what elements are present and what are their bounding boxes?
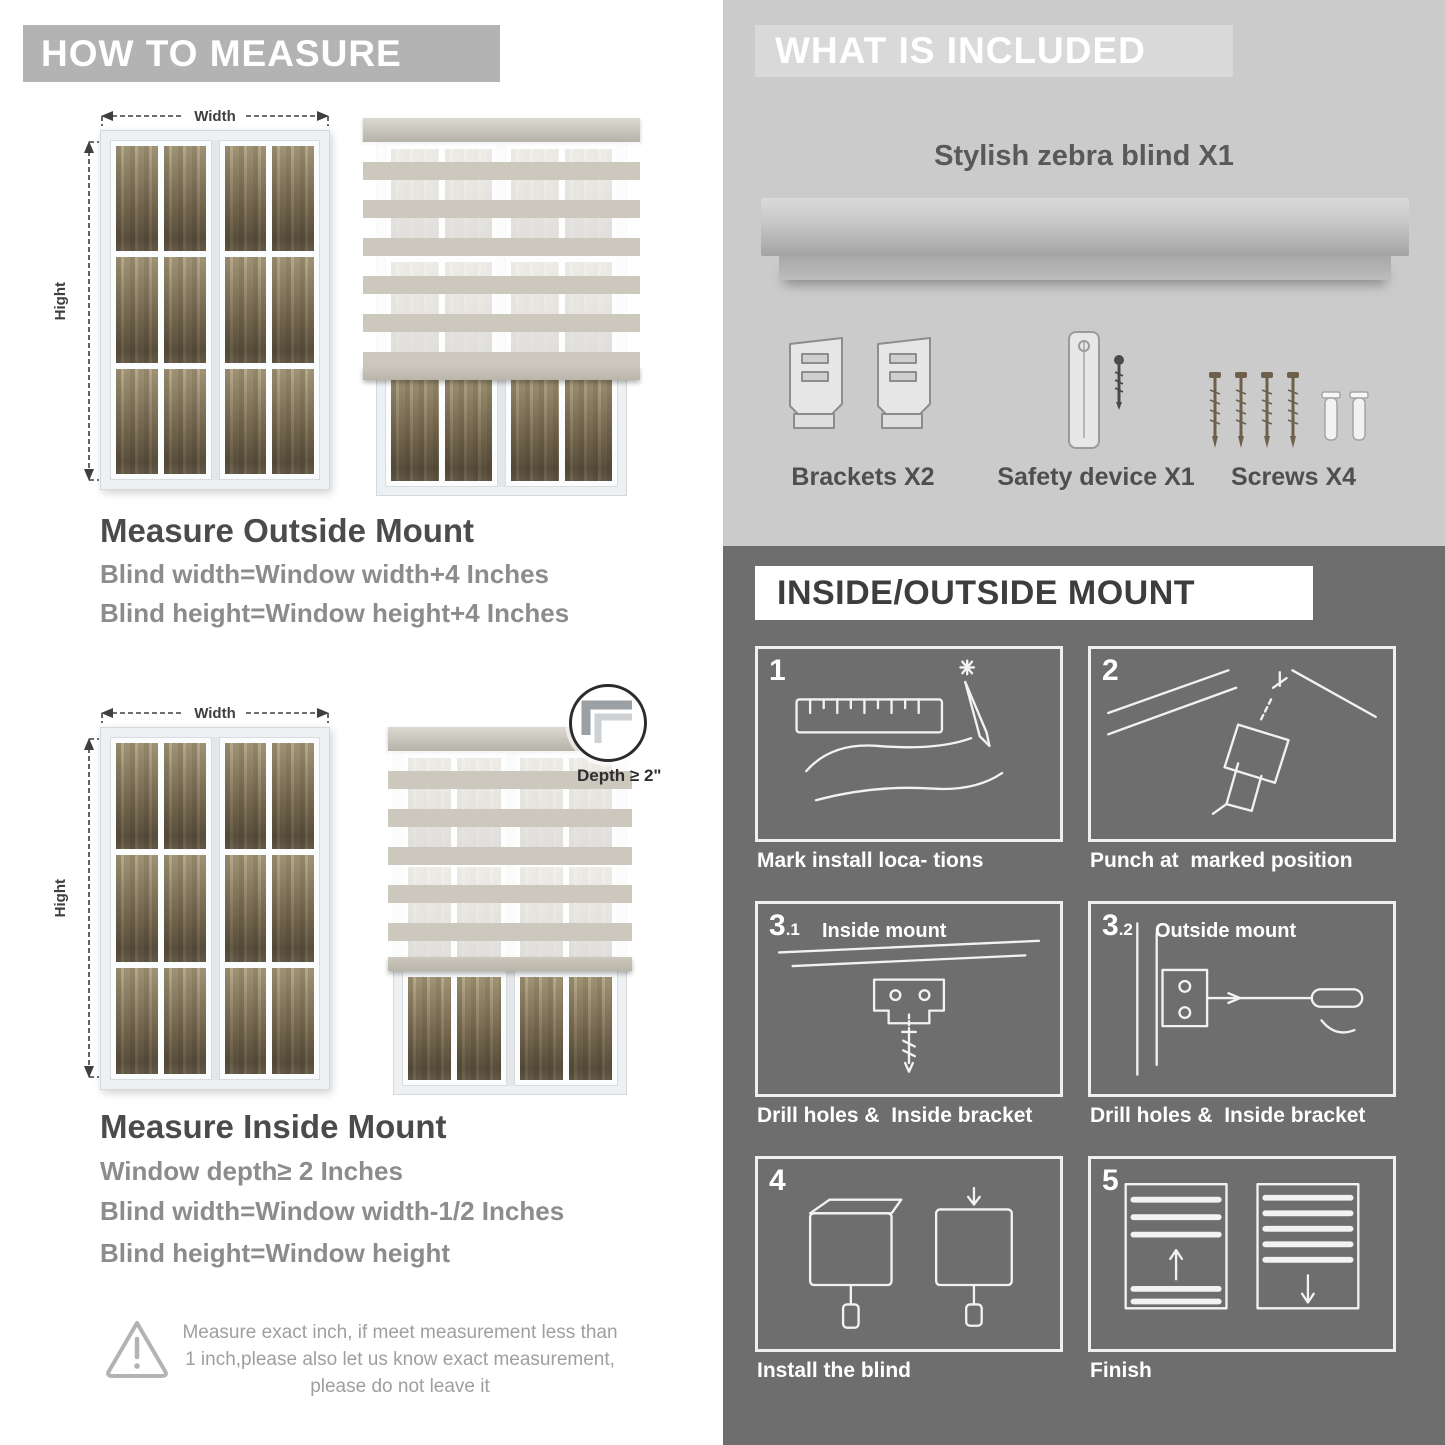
outside-rule-width: Blind width=Window width+4 Inches [100,559,549,589]
step-number: 2 [1102,654,1119,687]
inside-bracket-drawing [777,939,1041,1073]
inside-mount-heading: Measure Inside Mount [100,1108,447,1145]
mount-instructions-section: INSIDE/OUTSIDE MOUNT 1 Mark install loca… [723,546,1445,1445]
step-number: 3.2 [1102,909,1133,942]
install-blind-drawing [808,1186,1013,1329]
step-panel-1: 1 [755,646,1063,842]
zebra-blind-outside-demo [363,118,640,496]
safety-device-icon [1068,331,1124,449]
depth-magnifier-icon [569,684,647,762]
blind-product-label: Stylish zebra blind X1 [934,140,1234,172]
step-panel-3-2: 3.2 Outside mount [1088,901,1396,1097]
height-arrow [84,738,99,1078]
height-arrow [84,141,99,481]
window-sash [218,140,320,480]
blind-headrail [363,118,640,142]
step-number: 1 [769,654,786,687]
step-panel-4: 4 [755,1156,1063,1352]
mark-location-drawing [795,659,1004,802]
width-arrow: Width [101,705,329,723]
drill-drawing [1107,669,1377,815]
depth-label: Depth ≥ 2" [577,766,662,785]
finish-drawing [1124,1183,1360,1310]
width-label: Width [194,705,236,722]
width-arrow: Width [101,108,329,126]
inside-rule-height: Blind height=Window height [100,1238,450,1268]
outside-rule-height: Blind height=Window height+4 Inches [100,598,570,628]
step-title: Inside mount [822,920,947,942]
outside-bracket-drawing [1136,922,1364,1076]
brackets-icon [789,337,931,429]
what-is-included-banner: WHAT IS INCLUDED [755,25,1233,77]
step-caption-1: Mark install loca- tions [757,849,984,872]
inside-rule-width: Blind width=Window width-1/2 Inches [100,1196,565,1226]
step-panel-2: 2 [1088,646,1396,842]
blind-stripes [363,142,640,366]
step-caption-3-2: Drill holes & Inside bracket [1090,1104,1366,1127]
width-label: Width [194,108,236,125]
height-label: Hight [52,282,69,321]
window-sashes [110,140,320,480]
step-panel-3-1: 3.1 Inside mount [755,901,1063,1097]
window-sash [110,140,212,480]
blind-bottom-bar [363,366,640,380]
brackets-label: Brackets X2 [791,463,935,491]
inside-rule-depth: Window depth≥ 2 Inches [100,1156,403,1186]
outside-mount-heading: Measure Outside Mount [100,512,475,549]
step-caption-4: Install the blind [757,1359,912,1382]
zebra-blind-product [761,198,1409,256]
safety-device-label: Safety device X1 [997,463,1195,491]
step-panel-5: 5 [1088,1156,1396,1352]
step-number: 5 [1102,1164,1119,1197]
screws-icon [1207,370,1369,450]
step-title: Outside mount [1155,920,1297,942]
zebra-blind [388,727,632,971]
warning-text: Measure exact inch, if meet measurement … [182,1322,618,1397]
blind-stripes [388,751,632,957]
warning-icon [106,1321,168,1378]
blind-bottom-bar [388,957,632,971]
zebra-blind-inside-demo [380,727,640,1095]
mount-banner: INSIDE/OUTSIDE MOUNT [755,566,1313,620]
how-to-measure-banner: HOW TO MEASURE [23,25,500,82]
zebra-blind-product-valance [779,256,1391,280]
screws-label: Screws X4 [1230,463,1357,491]
height-label: Hight [52,879,69,918]
zebra-blind [363,118,640,380]
what-is-included-section: WHAT IS INCLUDED Stylish zebra blind X1 [723,0,1445,546]
step-caption-5: Finish [1090,1359,1152,1382]
step-caption-2: Punch at marked position [1090,849,1353,872]
step-number: 3.1 [769,909,800,942]
step-caption-3-1: Drill holes & Inside bracket [757,1104,1033,1127]
step-number: 4 [769,1164,786,1197]
window-photo-outside [100,130,330,490]
window-photo-inside [100,727,330,1090]
